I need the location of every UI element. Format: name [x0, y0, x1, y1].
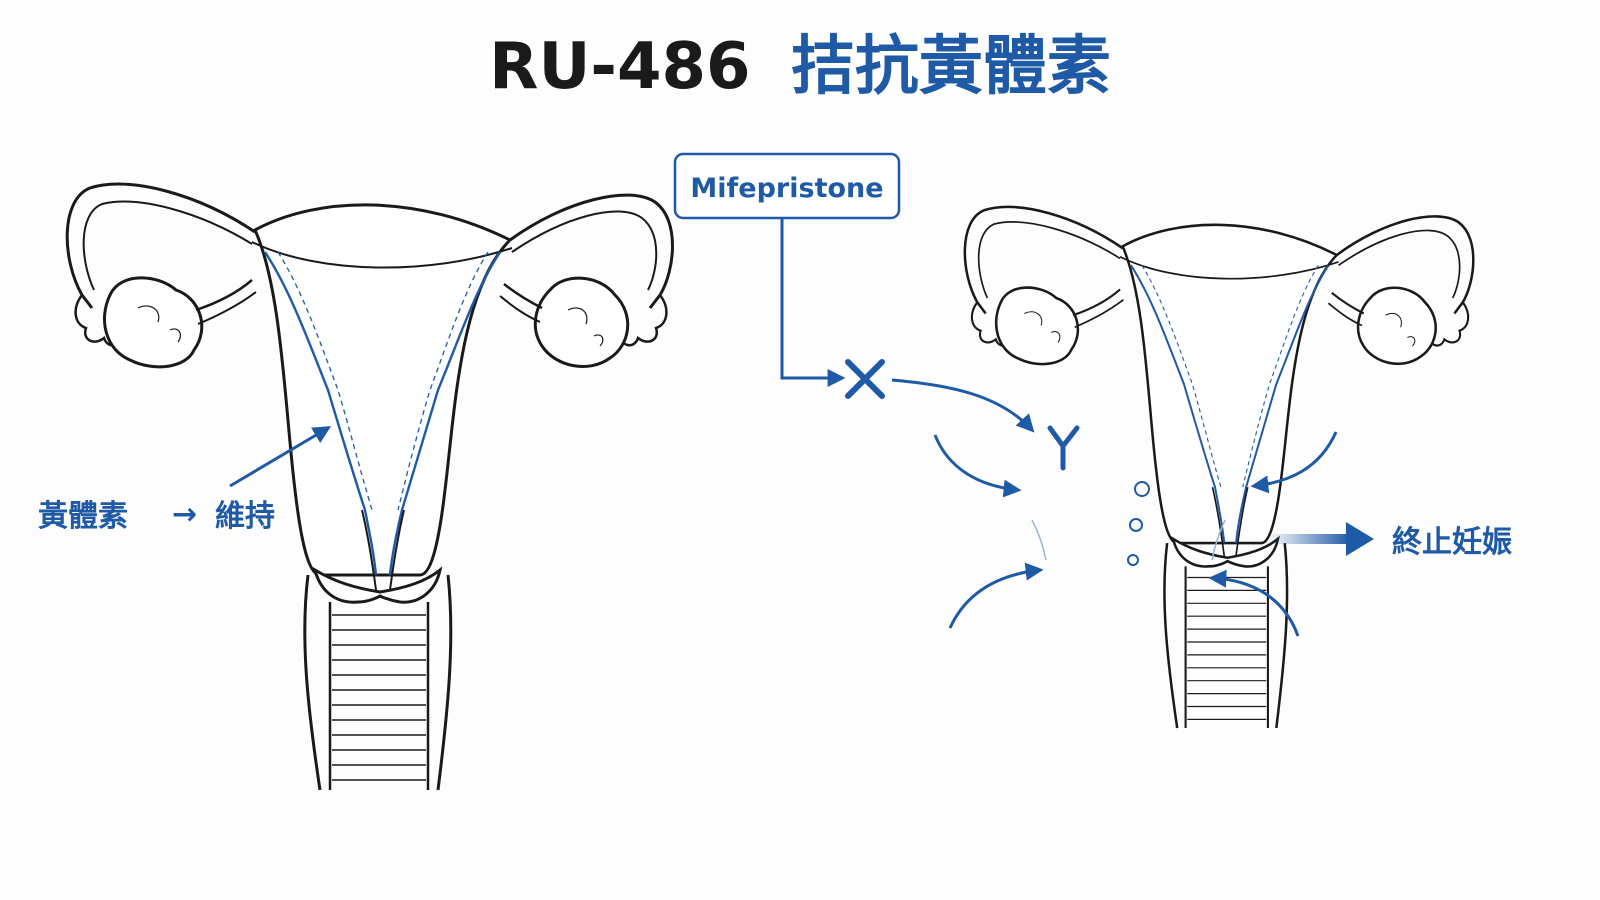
contraction-arrow-top-right [1250, 431, 1338, 494]
title-suffix: 拮抗黃體素 [791, 30, 1111, 104]
contraction-arrows [933, 431, 1338, 637]
shed-tissue-droplet [1134, 481, 1150, 497]
binding-arrow [891, 378, 1035, 433]
connector-arrow [780, 218, 846, 387]
result-arrow-head [1346, 522, 1374, 556]
mifepristone-label: Mifepristone [690, 173, 883, 204]
receptor-y-icon [1047, 425, 1080, 471]
title-prefix: RU-486 [489, 30, 750, 104]
shed-tissue-droplet [1129, 518, 1143, 532]
page-title: RU-486 拮抗黃體素 [489, 30, 1111, 104]
result-arrow-shaft [1268, 534, 1350, 544]
contraction-arrow-bottom-left [948, 562, 1044, 629]
contraction-arrow-top-left [933, 434, 1022, 498]
pointer-arrow [229, 426, 332, 488]
shed-tissue-droplet [1127, 554, 1139, 566]
normal-uterus-illustration [65, 182, 674, 792]
annotation-arrow: → [172, 497, 197, 532]
termination-result: 終止妊娠 [1268, 522, 1512, 560]
contraction-arrow-bottom-right [1208, 569, 1300, 637]
motion-line [1031, 519, 1047, 561]
block-x-icon [845, 359, 885, 399]
effect-label: 維持 [215, 499, 275, 534]
mifepristone-box: Mifepristone [673, 152, 901, 220]
hormone-label: 黃體素 [38, 499, 128, 534]
motion-line [1211, 519, 1226, 561]
treated-uterus-illustration [963, 205, 1475, 730]
termination-label: 終止妊娠 [1392, 525, 1512, 560]
progesterone-maintain-annotation: 黃體素 → 維持 [38, 426, 332, 534]
